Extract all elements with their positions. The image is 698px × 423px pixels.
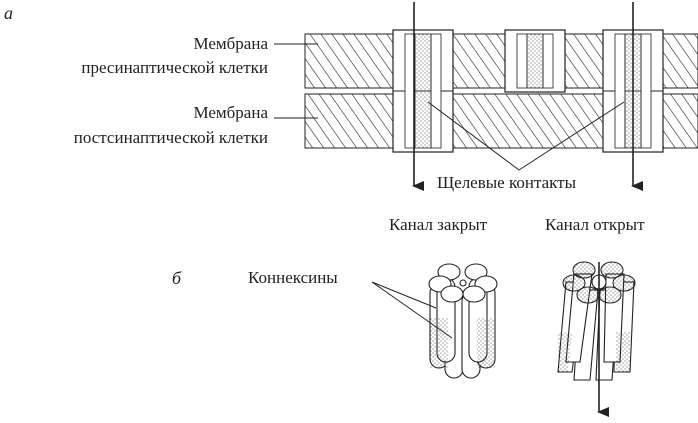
connexon-open bbox=[557, 261, 636, 381]
gap-junction-left bbox=[392, 29, 454, 153]
postsynaptic-label-line1: Мембрана bbox=[193, 103, 268, 122]
presynaptic-label-line1: Мембрана bbox=[193, 34, 268, 53]
connexon-closed bbox=[428, 263, 498, 379]
open-channel-label: Канал открыт bbox=[545, 215, 645, 234]
panel-b-letter: б bbox=[172, 268, 182, 288]
hemichannel-middle bbox=[504, 29, 566, 93]
postsynaptic-label-line2: постсинаптической клетки bbox=[73, 128, 268, 147]
leader-connexins-lower bbox=[371, 281, 453, 339]
leader-gap-left bbox=[427, 101, 520, 171]
leader-connexins-upper bbox=[371, 281, 437, 309]
leader-gap-right bbox=[518, 101, 625, 171]
closed-channel-label: Канал закрыт bbox=[389, 215, 488, 234]
panel-a-letter: а bbox=[4, 3, 13, 23]
gap-junctions-label: Щелевые контакты bbox=[437, 173, 577, 192]
connexins-label: Коннексины bbox=[248, 268, 338, 287]
presynaptic-label-line2: пресинаптической клетки bbox=[81, 58, 268, 77]
